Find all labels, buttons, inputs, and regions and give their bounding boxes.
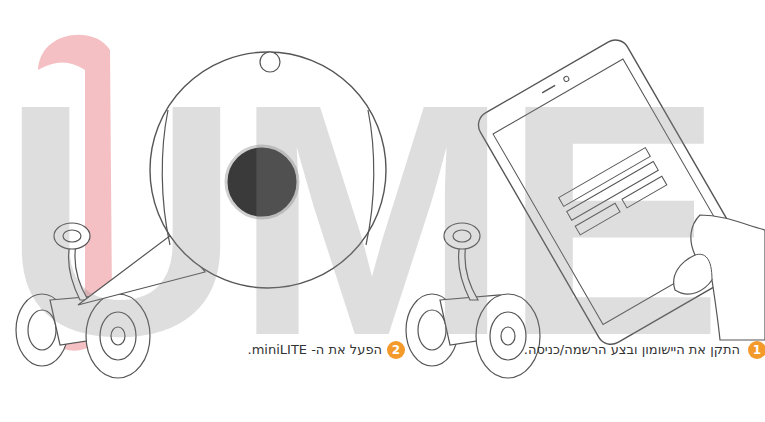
wheel: [86, 294, 150, 378]
indicator: [260, 52, 280, 72]
body-edge: [162, 110, 170, 245]
callout-number: 2: [387, 341, 405, 359]
wheel-hub: [490, 312, 526, 360]
watermark: UME: [2, 55, 717, 385]
step-caption: הפעל את ה- miniLITE.: [248, 342, 382, 357]
button: [575, 203, 620, 235]
hand: [674, 215, 765, 340]
body-edge: [366, 110, 374, 245]
wheel-hub: [28, 310, 56, 350]
callout-text: 2: [392, 343, 400, 357]
wheel-center: [501, 327, 515, 345]
knee-pad-inner: [63, 230, 81, 242]
knee-pad: [444, 223, 480, 249]
steering-stem: [458, 244, 478, 300]
steering-stem: [68, 244, 88, 300]
wheel: [476, 294, 540, 378]
wheel-hub: [418, 310, 446, 350]
scooter: [406, 223, 540, 378]
wheel-hub: [100, 312, 136, 360]
finger-line: [695, 254, 712, 280]
step-caption: התקן את היישומון ובצע הרשמה/כניסה.: [524, 342, 740, 357]
power-button: [226, 146, 298, 218]
camera: [563, 76, 570, 83]
callout-number: 1: [748, 341, 765, 359]
button: [622, 176, 667, 208]
zoom-circle: [150, 52, 386, 288]
callout-text: 1: [753, 343, 761, 357]
tablet-body: [473, 35, 753, 349]
knee-pad: [54, 223, 90, 249]
wheel-center: [111, 327, 125, 345]
tablet: [473, 35, 753, 349]
knee-pad-inner: [453, 230, 471, 242]
speaker: [542, 85, 555, 93]
